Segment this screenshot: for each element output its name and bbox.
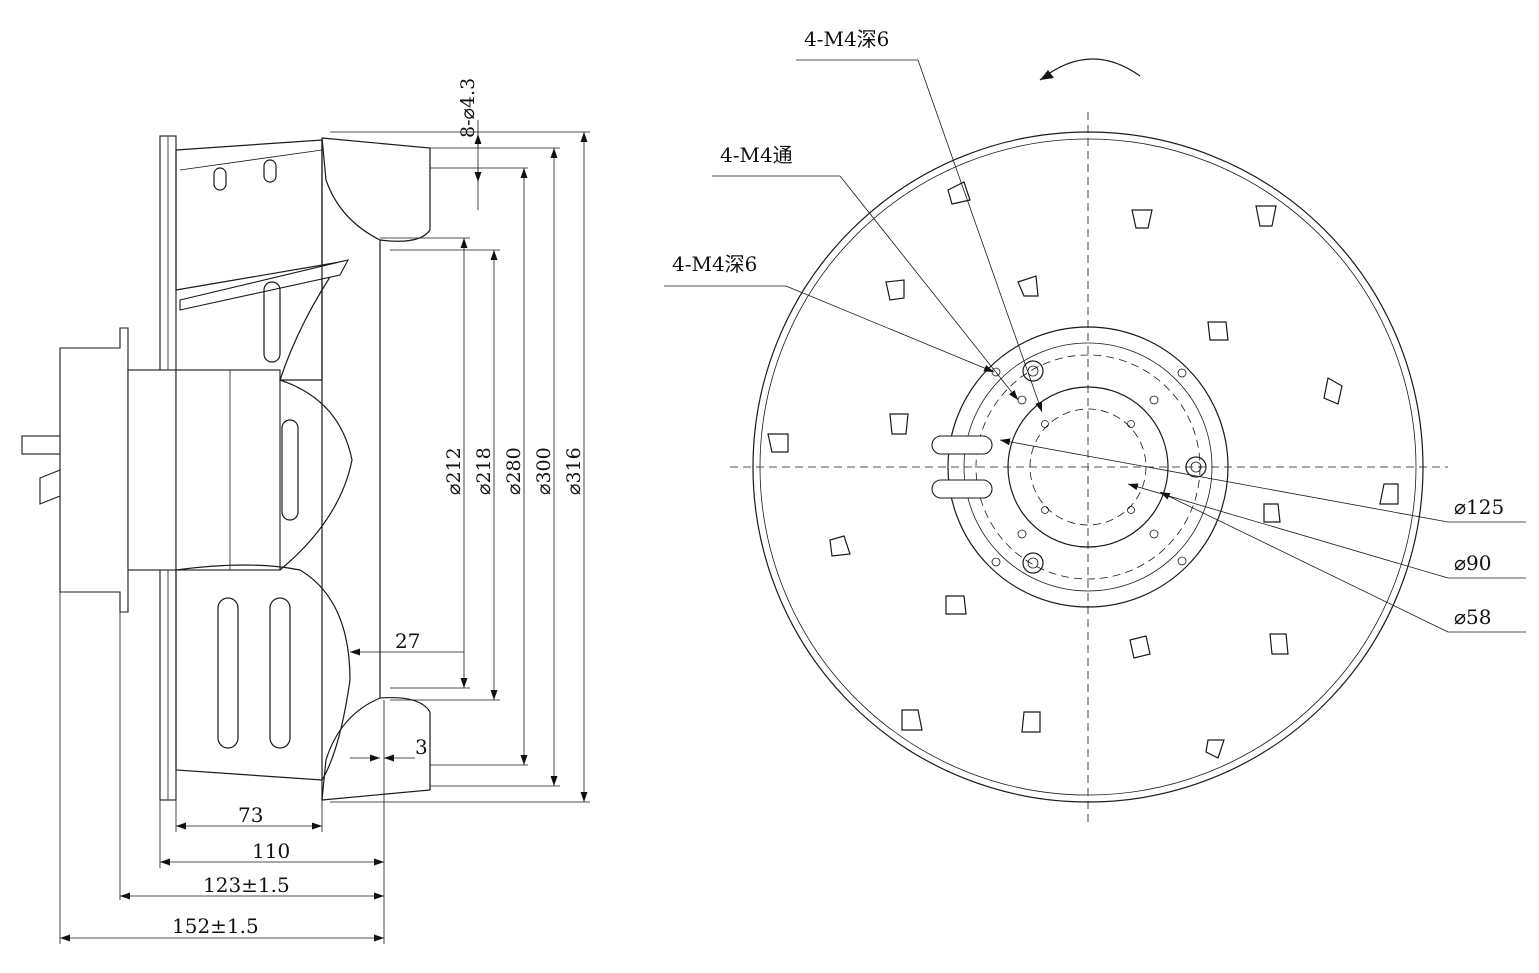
blade-outlets — [767, 181, 1399, 759]
dim-27: 27 — [395, 629, 420, 653]
shroud-upper — [321, 137, 431, 242]
dim-d90: ⌀90 — [1454, 551, 1492, 575]
dim-d218: ⌀218 — [473, 447, 495, 495]
dim-d280: ⌀280 — [503, 447, 525, 495]
rotation-arrow — [1039, 58, 1141, 81]
dim-d300: ⌀300 — [533, 447, 555, 495]
upper-blade-region — [175, 139, 342, 381]
pipe-upper — [931, 435, 993, 455]
dim-d58: ⌀58 — [1454, 605, 1492, 629]
dim-d316: ⌀316 — [563, 447, 585, 495]
motor-flange — [127, 369, 177, 571]
lower-blade-region — [175, 564, 351, 781]
cable-gland — [39, 469, 61, 505]
dim-73: 73 — [238, 803, 263, 827]
callout-m4-through: 4-M4通 — [720, 143, 793, 167]
impeller-outline — [752, 131, 1424, 803]
shroud-lower — [321, 696, 431, 801]
callout-m4-depth-left: 4-M4深6 — [672, 252, 757, 276]
hub-outer — [947, 326, 1229, 608]
dim-d125: ⌀125 — [1454, 495, 1504, 519]
dim-110: 110 — [252, 839, 290, 863]
dim-3: 3 — [415, 735, 428, 759]
dim-d212: ⌀212 — [443, 447, 465, 495]
motor-face — [1007, 386, 1169, 548]
front-view: 4-M4深6 4-M4通 4-M4深6 ⌀125 ⌀90 ⌀58 — [664, 27, 1526, 825]
pipe-lower — [931, 479, 993, 499]
motor-housing — [59, 327, 129, 613]
callout-m4-depth-top: 4-M4深6 — [804, 27, 889, 51]
side-view: ⌀212 ⌀218 ⌀280 ⌀300 ⌀316 8-⌀4.3 27 3 73 … — [21, 78, 590, 944]
dim-123: 123±1.5 — [203, 873, 290, 897]
holes-callout: 8-⌀4.3 — [457, 78, 479, 138]
upper-blade — [179, 259, 350, 311]
connector — [21, 435, 61, 455]
motor-rotor — [175, 369, 281, 571]
dim-152: 152±1.5 — [172, 914, 259, 938]
